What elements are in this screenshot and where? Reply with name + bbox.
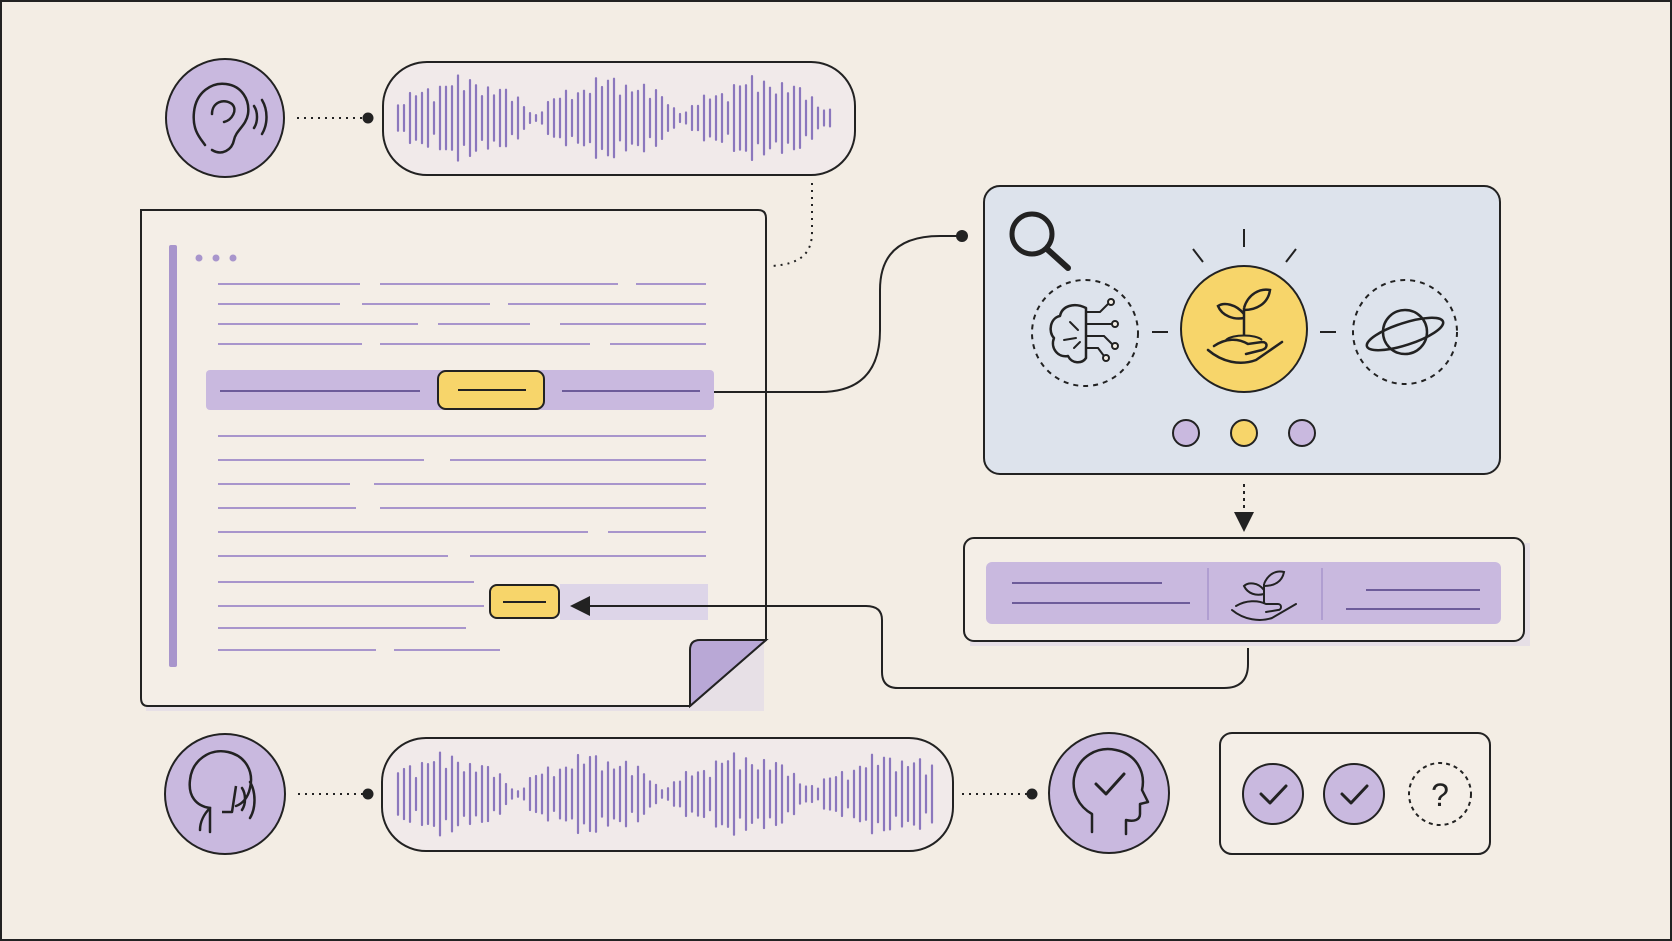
verification-checks: ? <box>1219 732 1491 855</box>
question-icon: ? <box>1408 762 1472 826</box>
carousel-dot[interactable] <box>1172 419 1200 447</box>
connector-highlight-to-lookup <box>714 235 958 393</box>
check-icon <box>1242 763 1304 825</box>
concept-carousel <box>1172 419 1316 447</box>
result-plant-icon <box>1231 570 1297 621</box>
result-band <box>986 562 1501 624</box>
waveform-icon <box>396 751 934 837</box>
insertion-area <box>560 584 708 620</box>
plant-in-hand-icon <box>1180 229 1308 393</box>
transcript-document <box>140 209 769 711</box>
ear-icon <box>165 58 285 178</box>
connector-dot <box>1026 788 1038 800</box>
carousel-dot-active[interactable] <box>1230 419 1258 447</box>
unknown-mark: ? <box>1431 777 1449 813</box>
waveform-icon <box>396 74 832 162</box>
knowledge-lookup <box>983 185 1501 475</box>
document-menu-dot <box>195 254 203 262</box>
document-menu-dot <box>229 254 237 262</box>
connector-wave-to-document <box>771 183 813 267</box>
speaking-head-icon <box>164 733 286 855</box>
connector-dot <box>956 230 968 242</box>
insertion-result <box>963 537 1530 646</box>
check-icon <box>1323 763 1385 825</box>
brain-icon <box>1031 279 1139 387</box>
planet-icon <box>1352 279 1458 385</box>
document-fold <box>689 639 769 709</box>
document-text-lines <box>218 283 706 651</box>
document-menu-dot <box>212 254 220 262</box>
carousel-dot[interactable] <box>1288 419 1316 447</box>
search-icon <box>1009 211 1071 271</box>
connector-result-to-document <box>570 596 1249 689</box>
document-margin-bar <box>169 245 177 667</box>
connector-dot <box>362 788 374 800</box>
head-check-icon <box>1048 732 1170 854</box>
connector-dot <box>362 112 374 124</box>
